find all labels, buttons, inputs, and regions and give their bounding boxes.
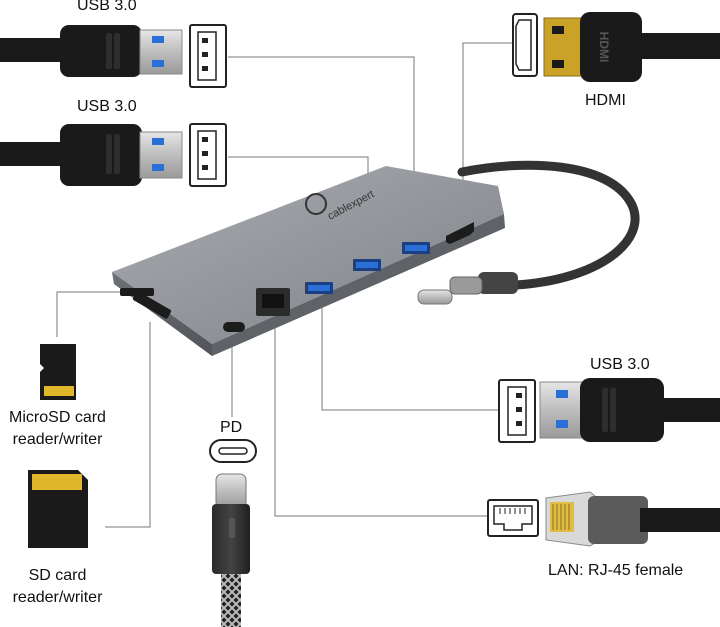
label-usb-top-1: USB 3.0 bbox=[77, 0, 137, 14]
label-usb-right: USB 3.0 bbox=[590, 356, 650, 373]
usb-a-plug-icon bbox=[0, 25, 183, 77]
label-usb-top-2: USB 3.0 bbox=[77, 98, 137, 115]
leader-hdmi bbox=[462, 42, 513, 228]
label-hdmi: HDMI bbox=[585, 92, 626, 109]
leader-usb-right bbox=[321, 298, 500, 411]
label-pd: PD bbox=[220, 419, 243, 436]
hdmi-plug-icon: HDMI bbox=[543, 12, 720, 82]
usb-c-plug-icon bbox=[417, 272, 518, 305]
usb-a-plug-icon bbox=[539, 378, 720, 442]
microsd-card-icon bbox=[40, 344, 76, 400]
leader-lan bbox=[274, 318, 487, 517]
label-microsd-line2: reader/writer bbox=[12, 431, 103, 448]
hub-cable bbox=[457, 160, 640, 290]
leader-sd bbox=[105, 322, 151, 528]
sd-card-icon bbox=[28, 470, 88, 548]
label-microsd-line1: MicroSD card bbox=[9, 409, 106, 426]
label-sd-line1: SD card bbox=[28, 567, 87, 584]
usb-c-port-icon bbox=[209, 439, 257, 463]
usb-c-plug-icon bbox=[212, 473, 250, 627]
hdmi-port-icon bbox=[512, 13, 538, 77]
usb-a-plug-icon bbox=[0, 124, 183, 186]
label-lan: LAN: RJ-45 female bbox=[548, 562, 684, 579]
usb-a-port-icon bbox=[189, 123, 227, 187]
usb-a-port-icon bbox=[189, 24, 227, 88]
rj45-plug-icon bbox=[545, 491, 720, 547]
hub-device: cablexpert bbox=[112, 166, 505, 356]
label-sd-line2: reader/writer bbox=[12, 589, 103, 606]
usb-a-port-icon bbox=[498, 379, 536, 443]
svg-text:HDMI: HDMI bbox=[597, 32, 611, 63]
leader-microsd bbox=[56, 291, 122, 337]
rj45-port-icon bbox=[487, 499, 539, 537]
